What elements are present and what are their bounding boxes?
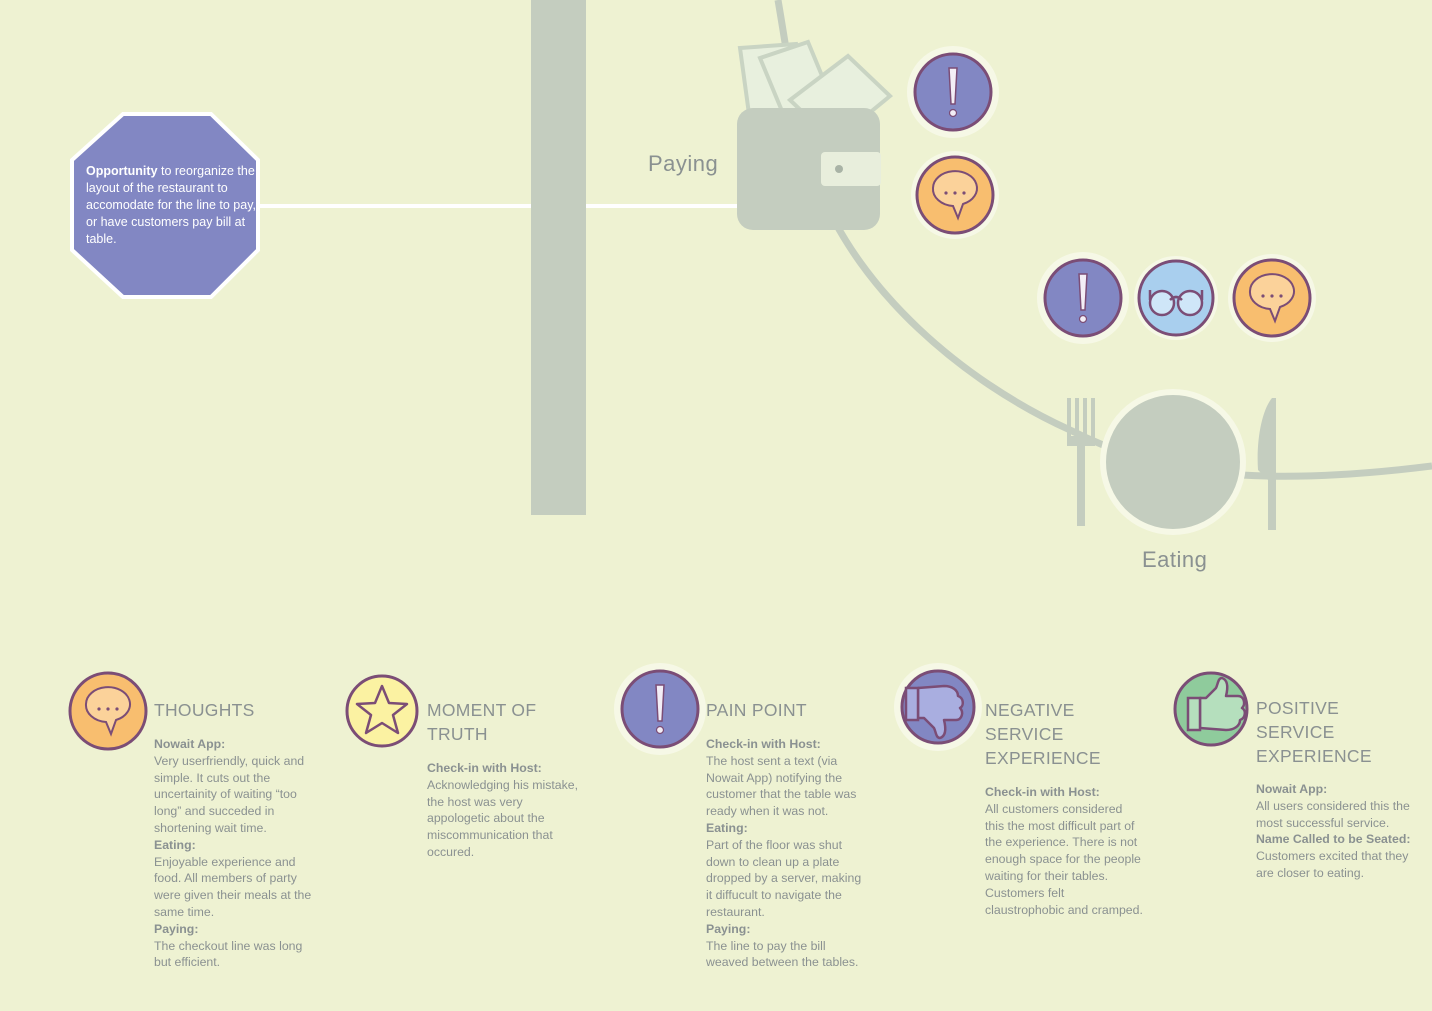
legend-section-text: Customers excited that they are closer t… bbox=[1256, 849, 1409, 880]
opportunity-octagon bbox=[70, 112, 260, 299]
legend-section-text: Part of the floor was shut down to clean… bbox=[706, 837, 862, 919]
exclamation-icon bbox=[907, 46, 999, 138]
legend-section-heading: Eating: bbox=[706, 820, 748, 835]
legend-body-moment-of-truth: Check-in with Host: Acknowledging his mis… bbox=[427, 760, 585, 861]
journey-path bbox=[774, 0, 1432, 480]
legend-title-positive: POSITIVE SERVICE EXPERIENCE bbox=[1256, 698, 1372, 766]
legend-section-text: The line to pay the bill weaved between … bbox=[706, 938, 859, 970]
legend-section-text: Acknowledging his mistake, the host was … bbox=[427, 777, 579, 859]
legend-title-pain-point: PAIN POINT bbox=[706, 700, 807, 720]
legend-section-heading: Paying: bbox=[706, 921, 751, 936]
legend-section-text: The checkout line was long but efficient… bbox=[154, 938, 303, 970]
opportunity-bold: Opportunity bbox=[86, 164, 158, 178]
opportunity-body: to reorganize the layout of the restaura… bbox=[86, 164, 257, 246]
legend-thought-bubble-icon bbox=[68, 671, 148, 751]
thought-bubble-icon bbox=[1228, 254, 1316, 342]
legend-section-heading: Name Called to be Seated: bbox=[1256, 832, 1411, 847]
legend-section-text: All users considered this the most succe… bbox=[1256, 798, 1410, 830]
opportunity-text: Opportunity to reorganize the layout of … bbox=[86, 163, 256, 248]
legend-title-thoughts: THOUGHTS bbox=[154, 700, 255, 720]
knife-icon bbox=[1257, 398, 1276, 530]
legend-section-heading: Nowait App: bbox=[1256, 782, 1328, 796]
legend-star-icon bbox=[345, 674, 419, 748]
legend-exclamation-icon bbox=[614, 663, 706, 755]
legend-section-text: Very userfriendly, quick and simple. It … bbox=[154, 753, 305, 835]
stage-label-paying: Paying bbox=[648, 151, 719, 176]
fork-icon bbox=[1067, 398, 1095, 526]
legend-title-negative: NEGATIVE SERVICE EXPERIENCE bbox=[985, 700, 1101, 768]
legend-section-heading: Paying: bbox=[154, 921, 199, 936]
wallet-icon bbox=[737, 39, 894, 230]
legend-section-heading: Check-in with Host: bbox=[427, 761, 542, 775]
legend-body-thoughts: Nowait App: Very userfriendly, quick and … bbox=[154, 736, 319, 971]
legend-thumbs-up-icon bbox=[1173, 671, 1249, 747]
legend-section-heading: Check-in with Host: bbox=[706, 737, 821, 751]
legend-section-heading: Nowait App: bbox=[154, 737, 226, 751]
legend-section-heading: Check-in with Host: bbox=[985, 785, 1100, 799]
legend-body-positive: Nowait App: All users considered this the… bbox=[1256, 781, 1421, 882]
legend-body-negative: Check-in with Host: All customers conside… bbox=[985, 784, 1143, 918]
legend-section-text: All customers considered this the most d… bbox=[985, 801, 1143, 917]
legend-section-text: The host sent a text (via Nowait App) no… bbox=[706, 753, 857, 819]
thought-bubble-icon bbox=[911, 151, 999, 239]
glasses-icon bbox=[1134, 256, 1218, 340]
exclamation-icon bbox=[1037, 252, 1129, 344]
vertical-divider bbox=[531, 0, 586, 515]
legend-section-heading: Eating: bbox=[154, 837, 196, 852]
legend-body-pain-point: Check-in with Host: The host sent a text … bbox=[706, 736, 864, 971]
plate-icon bbox=[1100, 389, 1246, 535]
legend-section-text: Enjoyable experience and food. All membe… bbox=[154, 854, 312, 919]
legend-thumbs-down-icon bbox=[894, 663, 982, 751]
legend-title-moment-of-truth: MOMENT OF TRUTH bbox=[427, 700, 537, 744]
stage-label-eating: Eating bbox=[1142, 547, 1208, 572]
